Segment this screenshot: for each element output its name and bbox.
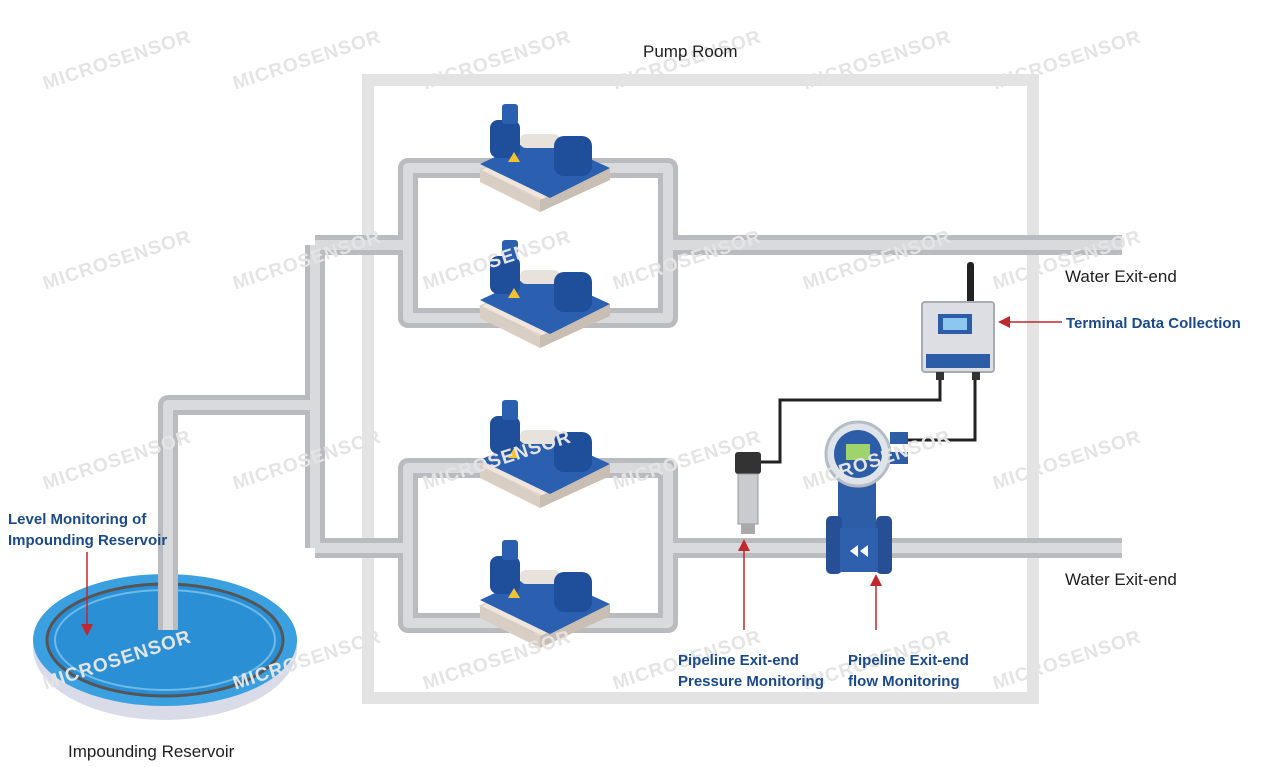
pump-icon <box>478 540 612 648</box>
pressure-line2: Pressure Monitoring <box>678 673 824 690</box>
water-exit-top-label: Water Exit-end <box>1065 267 1177 286</box>
pump-icon <box>478 240 612 348</box>
flow-meter-icon <box>824 420 908 574</box>
pump-icon <box>478 400 612 508</box>
signal-cables <box>760 372 977 464</box>
pump-room-frame <box>362 74 1039 704</box>
level-monitoring-line1: Level Monitoring of <box>8 511 147 528</box>
pressure-line1: Pipeline Exit-end <box>678 652 799 669</box>
pressure-transmitter-icon <box>735 452 761 534</box>
reservoir <box>33 574 297 720</box>
pump-room-label: Pump Room <box>643 42 738 61</box>
level-monitoring-label: Level Monitoring of Impounding Reservoir <box>8 509 167 551</box>
terminal-label: Terminal Data Collection <box>1066 315 1241 332</box>
antenna-icon <box>967 262 974 306</box>
flow-line2: flow Monitoring <box>848 673 960 690</box>
water-exit-bottom-label: Water Exit-end <box>1065 570 1177 589</box>
reservoir-label: Impounding Reservoir <box>68 742 235 761</box>
flow-line1: Pipeline Exit-end <box>848 652 969 669</box>
pump-icon <box>478 104 612 212</box>
level-monitoring-line2: Impounding Reservoir <box>8 532 168 549</box>
pressure-monitoring-label: Pipeline Exit-end Pressure Monitoring <box>678 650 824 692</box>
data-terminal-icon <box>921 262 995 380</box>
callout-arrows <box>81 316 1062 636</box>
flow-monitoring-label: Pipeline Exit-end flow Monitoring <box>848 650 969 692</box>
